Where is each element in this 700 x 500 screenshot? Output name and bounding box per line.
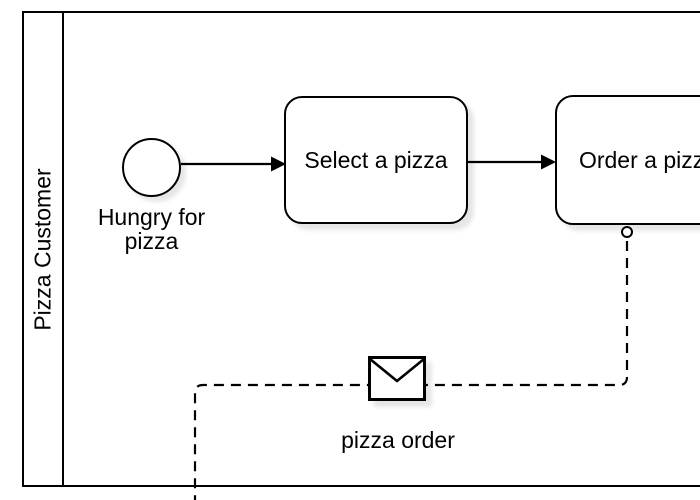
task-label: Order a pizza	[578, 146, 700, 173]
message-flow-source-connector[interactable]	[621, 226, 633, 238]
arrowhead-icon	[271, 156, 286, 172]
envelope-icon	[368, 356, 426, 401]
pool-pizza-customer[interactable]: Pizza Customer	[22, 11, 700, 487]
task-label: Select a pizza	[304, 146, 448, 173]
task-select-a-pizza[interactable]: Select a pizza	[284, 96, 468, 224]
envelope-flap	[369, 357, 425, 383]
start-event-label: Hungry for pizza	[97, 204, 206, 254]
lane-header: Pizza Customer	[24, 13, 64, 485]
message-flow-pizza-order[interactable]	[193, 241, 629, 500]
message-flow-label: pizza order	[341, 427, 455, 453]
message-envelope-icon	[368, 356, 426, 401]
arrowhead-icon	[541, 154, 556, 170]
sequence-flow-select-to-order[interactable]	[468, 154, 556, 170]
task-order-a-pizza[interactable]: Order a pizza	[555, 95, 700, 225]
start-event-hungry-for-pizza[interactable]	[122, 138, 181, 197]
sequence-flow-start-to-select[interactable]	[181, 156, 286, 172]
